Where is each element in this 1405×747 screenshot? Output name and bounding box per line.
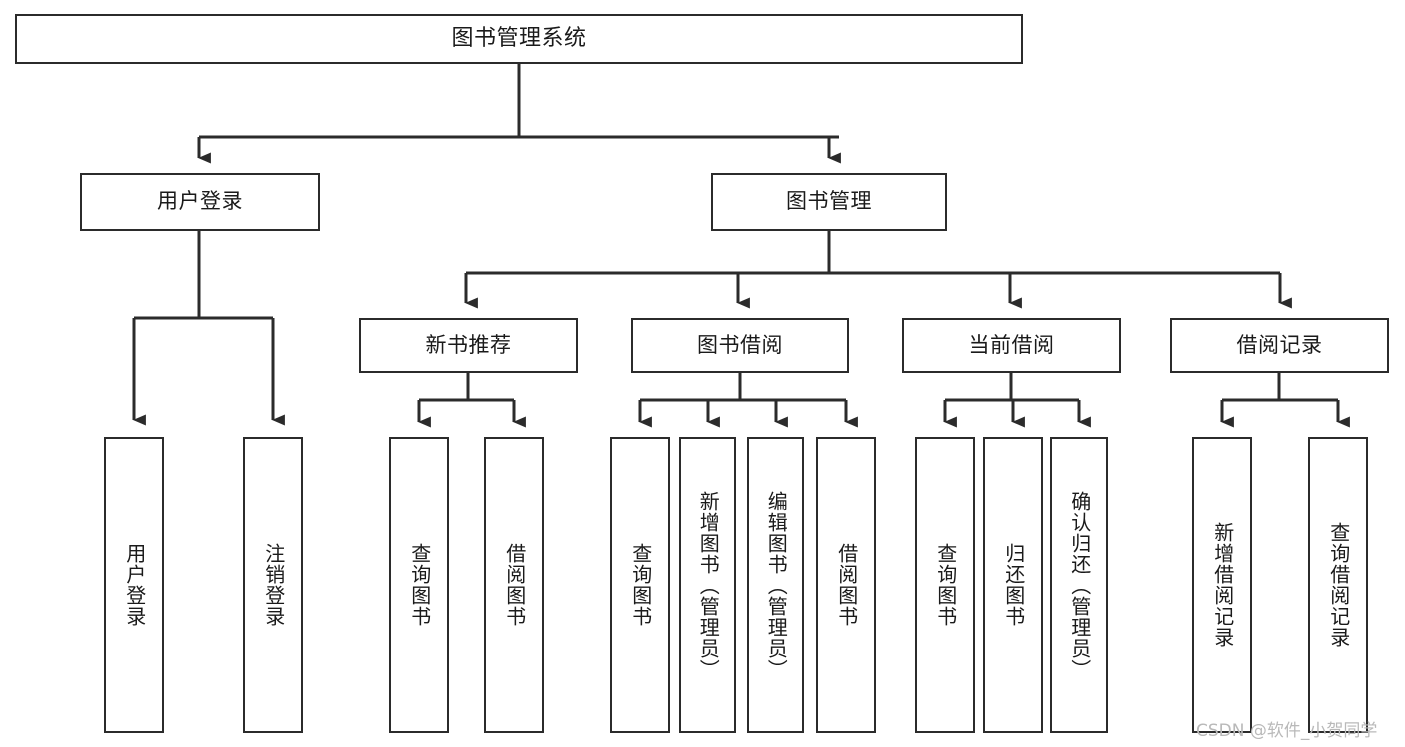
node-leaf-edit-book[interactable]: 编辑图书（管理员） — [747, 437, 804, 733]
node-label: 新增图书（管理员） — [696, 490, 721, 680]
node-label: 新书推荐 — [425, 332, 512, 357]
node-user-login[interactable]: 用户登录 — [80, 173, 320, 231]
node-label: 查询图书 — [407, 543, 432, 627]
node-borrow-record[interactable]: 借阅记录 — [1170, 318, 1389, 373]
node-label: 用户登录 — [157, 189, 243, 214]
node-label: 当前借阅 — [968, 332, 1055, 357]
node-label: 查询图书 — [628, 543, 653, 627]
node-leaf-add-book[interactable]: 新增图书（管理员） — [679, 437, 736, 733]
node-book-manage[interactable]: 图书管理 — [711, 173, 947, 231]
node-leaf-query-book-3[interactable]: 查询图书 — [915, 437, 975, 733]
node-label: 查询图书 — [933, 543, 958, 627]
node-leaf-user-logout[interactable]: 注销登录 — [243, 437, 303, 733]
csdn-watermark: CSDN @软件_小贺同学 — [1196, 721, 1378, 741]
node-label: 新增借阅记录 — [1210, 522, 1235, 648]
node-label: 借阅图书 — [502, 543, 527, 627]
node-label: 图书管理系统 — [451, 25, 587, 51]
node-label: 查询借阅记录 — [1326, 522, 1351, 648]
node-leaf-user-login[interactable]: 用户登录 — [104, 437, 164, 733]
node-label: 确认归还（管理员） — [1067, 490, 1092, 680]
node-new-book-recommend[interactable]: 新书推荐 — [359, 318, 578, 373]
node-label: 图书借阅 — [697, 332, 783, 357]
node-label: 用户登录 — [122, 543, 147, 627]
node-book-borrow[interactable]: 图书借阅 — [631, 318, 849, 373]
node-leaf-borrow-book-2[interactable]: 借阅图书 — [816, 437, 876, 733]
node-leaf-query-record[interactable]: 查询借阅记录 — [1308, 437, 1368, 733]
node-current-borrow[interactable]: 当前借阅 — [902, 318, 1121, 373]
node-root[interactable]: 图书管理系统 — [15, 14, 1023, 64]
node-label: 编辑图书（管理员） — [764, 490, 789, 680]
node-leaf-confirm-return[interactable]: 确认归还（管理员） — [1050, 437, 1108, 733]
node-label: 归还图书 — [1001, 543, 1026, 627]
node-leaf-add-record[interactable]: 新增借阅记录 — [1192, 437, 1252, 733]
node-label: 注销登录 — [261, 543, 286, 627]
node-leaf-borrow-book-1[interactable]: 借阅图书 — [484, 437, 544, 733]
node-leaf-query-book-1[interactable]: 查询图书 — [389, 437, 449, 733]
node-label: 图书管理 — [786, 189, 872, 214]
node-label: 借阅图书 — [834, 543, 859, 627]
node-leaf-query-book-2[interactable]: 查询图书 — [610, 437, 670, 733]
node-label: 借阅记录 — [1236, 332, 1323, 357]
node-leaf-return-book[interactable]: 归还图书 — [983, 437, 1043, 733]
